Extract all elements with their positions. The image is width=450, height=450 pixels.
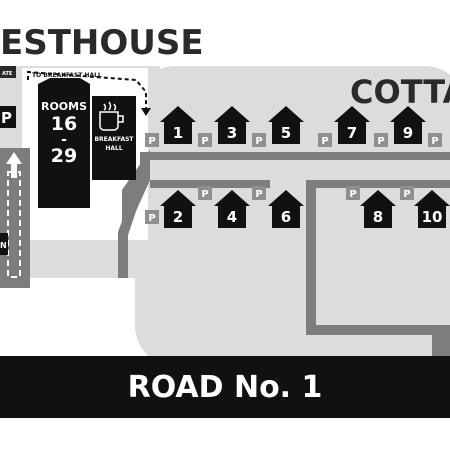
cottage-number: 8 (373, 208, 383, 226)
cottage-number: 9 (403, 124, 413, 142)
parking-sign-2 (198, 133, 212, 147)
parking-letter: P (255, 189, 262, 200)
cottage-4: 4 (214, 190, 250, 228)
parking-letter: P (349, 189, 356, 200)
horizontal-path (306, 325, 450, 335)
guesthouse-title: ESTHOUSE (0, 23, 204, 63)
cottage-10: 10 (414, 190, 450, 228)
parking-sign-10 (346, 186, 360, 200)
cottage-house-icon (414, 190, 450, 228)
cottage-8: 8 (360, 190, 396, 228)
cottage-house-icon (160, 190, 196, 228)
cottage-house-icon (390, 106, 426, 144)
parking-letter: P (255, 136, 262, 147)
rooms-building (38, 78, 90, 208)
parking-letter: P (201, 136, 208, 147)
road (0, 356, 450, 418)
cottage-2: 2 (160, 190, 196, 228)
cottage-number: 5 (281, 124, 291, 142)
parking-letter: P (201, 189, 208, 200)
parking-letter: P (403, 189, 410, 200)
parking-sign-6 (428, 133, 442, 147)
rooms-to: 29 (51, 145, 77, 167)
parking-sign-4 (318, 133, 332, 147)
cottage-7: 7 (334, 106, 370, 144)
cottage-house-icon (268, 106, 304, 144)
cottage-house-icon (214, 190, 250, 228)
parking-sign-1 (145, 133, 159, 147)
cottage-number: 10 (422, 208, 443, 226)
spine-path (118, 152, 150, 278)
upper-path (140, 152, 450, 160)
side-door-label: N (0, 241, 7, 250)
guesthouse-parking-sign (0, 106, 16, 128)
parking-sign-3 (252, 133, 266, 147)
parking-letter: P (321, 136, 328, 147)
breakfast-line1: BREAKFAST (94, 136, 134, 143)
gate-label: ATE (2, 71, 13, 77)
corridor-label: TO BREAKFAST HALL (32, 72, 102, 79)
rooms-dash: - (61, 132, 67, 148)
cottage-3: 3 (214, 106, 250, 144)
cottage-number: 1 (173, 124, 183, 142)
parking-sign-8 (252, 186, 266, 200)
cottage-parking-signs: P P P P P P P P P P P (145, 133, 442, 224)
cottage-6: 6 (268, 190, 304, 228)
cottage-houses: 1 3 5 7 9 2 4 6 8 10 (160, 106, 450, 228)
cottage-9: 9 (390, 106, 426, 144)
cottage-house-icon (214, 106, 250, 144)
parking-letter: P (148, 136, 155, 147)
parking-sign-9 (145, 210, 159, 224)
cottage-house-icon (360, 190, 396, 228)
right-down-path (432, 325, 450, 360)
rooms-from: 16 (51, 113, 77, 135)
cottage-1: 1 (160, 106, 196, 144)
guesthouse-parking-letter: P (1, 109, 12, 127)
lower-path (150, 180, 270, 188)
breakfast-line2: HALL (105, 145, 122, 152)
parking-sign-7 (198, 186, 212, 200)
parking-letter: P (431, 136, 438, 147)
up-arrow-icon (6, 152, 22, 178)
side-door (0, 233, 8, 255)
parking-sign-5 (374, 133, 388, 147)
cottage-house-icon (160, 106, 196, 144)
rooms-line1: ROOMS (41, 100, 87, 113)
cottages-title: COTTA (350, 73, 450, 111)
cottage-5: 5 (268, 106, 304, 144)
cottage-number: 2 (173, 208, 183, 226)
cottage-number: 6 (281, 208, 291, 226)
cottage-house-icon (334, 106, 370, 144)
gate-box (0, 66, 16, 78)
vertical-path (306, 180, 316, 335)
breakfast-hall-icon (99, 101, 124, 131)
cottage-number: 3 (227, 124, 237, 142)
parking-sign-11 (400, 186, 414, 200)
route-arrow-icon (141, 108, 151, 116)
parking-letter: P (377, 136, 384, 147)
cottage-house-icon (268, 190, 304, 228)
cottage-number: 4 (227, 208, 237, 226)
road-label: ROAD No. 1 (127, 369, 323, 405)
lower-path-right (306, 180, 450, 188)
cottage-number: 7 (347, 124, 357, 142)
parking-letter: P (148, 213, 155, 224)
